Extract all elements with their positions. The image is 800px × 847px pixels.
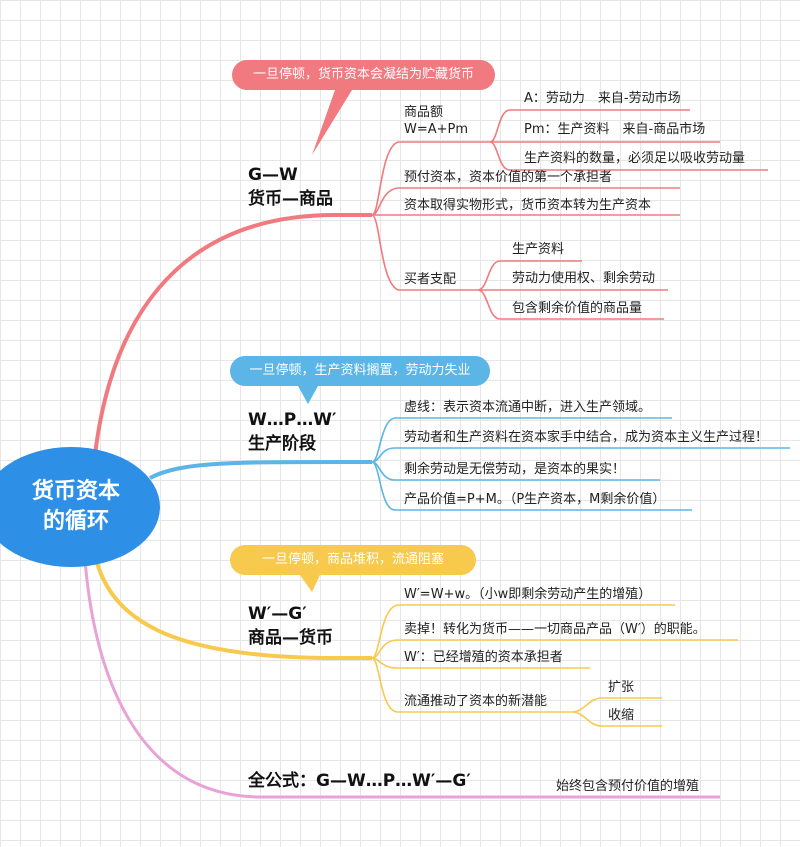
- red-goods-fork: [489, 109, 768, 171]
- pink-main-curve: [83, 559, 720, 799]
- blue-callout: 一旦停顿，生产资料搁置，劳动力失业: [230, 356, 490, 386]
- branch1-title-line1[interactable]: G—W: [248, 165, 298, 185]
- branch2-title-line1[interactable]: W…P…W′: [248, 410, 337, 430]
- red-main-curve: [93, 213, 372, 456]
- root-line2: 的循环: [42, 509, 109, 534]
- branch2-item-dashed[interactable]: 虚线：表示资本流通中断，进入生产领域。: [404, 400, 652, 415]
- goods-label-line2[interactable]: W=A+Pm: [404, 122, 469, 137]
- branch2-item-value[interactable]: 产品价值=P+M。（P生产资本，M剩余价值）: [404, 492, 666, 507]
- root-line1: 货币资本: [31, 479, 120, 504]
- branch3-item-formula[interactable]: W′=W+w。（小w即剩余劳动产生的增殖）: [404, 587, 652, 602]
- yellow-callout-tail: [300, 575, 320, 592]
- red-buyer-fork: [477, 260, 668, 320]
- yellow-sub-spine: [371, 604, 738, 713]
- item-prepay[interactable]: 预付资本，资本价值的第一个承担者: [404, 170, 613, 185]
- goods-item-labor[interactable]: A：劳动力 来自-劳动市场: [524, 91, 681, 106]
- item-form[interactable]: 资本取得实物形式，货币资本转为生产资本: [404, 198, 652, 213]
- goods-item-means[interactable]: Pm：生产资料 来自-商品市场: [524, 122, 706, 137]
- root-node[interactable]: 货币资本的循环: [0, 447, 160, 567]
- branch2-item-combine[interactable]: 劳动者和生产资料在资本家手中结合，成为资本主义生产过程！: [404, 430, 769, 445]
- yellow-potential-fork: [571, 697, 662, 727]
- yellow-main-curve: [93, 554, 372, 660]
- full-formula-note[interactable]: 始终包含预付价值的增殖: [556, 779, 700, 794]
- potential-contract[interactable]: 收缩: [608, 708, 635, 723]
- branch3-item-sell[interactable]: 卖掉！转化为货币——一切商品产品（W′）的职能。: [404, 622, 706, 637]
- branch2-title-line2[interactable]: 生产阶段: [248, 434, 316, 454]
- buyer-item-labor[interactable]: 劳动力使用权、剩余劳动: [512, 271, 656, 286]
- buyer-label[interactable]: 买者支配: [404, 272, 457, 287]
- goods-item-quantity[interactable]: 生产资料的数量，必须足以吸收劳动量: [524, 151, 746, 166]
- blue-sub-spine: [371, 417, 790, 511]
- full-formula-title[interactable]: 全公式：G—W…P…W′—G′: [248, 771, 471, 791]
- buyer-item-surplus[interactable]: 包含剩余价值的商品量: [512, 301, 643, 316]
- branch3-title-line2[interactable]: 商品—货币: [248, 628, 333, 648]
- branch2-item-surplus[interactable]: 剩余劳动是无偿劳动，是资本的果实！: [404, 462, 626, 477]
- blue-main-curve: [149, 460, 372, 480]
- buyer-item-means[interactable]: 生产资料: [512, 242, 565, 257]
- branch1-title-line2[interactable]: 货币—商品: [248, 189, 333, 209]
- red-sub-spine: [371, 141, 680, 291]
- goods-label-line1[interactable]: 商品额: [404, 105, 444, 120]
- branch3-title-line1[interactable]: W′—G′: [248, 604, 307, 624]
- branch3-item-bearer[interactable]: W′：已经增殖的资本承担者: [404, 650, 563, 665]
- potential-expand[interactable]: 扩张: [608, 680, 635, 695]
- blue-callout-tail: [298, 386, 318, 404]
- red-callout: 一旦停顿，货币资本会凝结为贮藏货币: [232, 60, 495, 90]
- potential-label[interactable]: 流通推动了资本的新潜能: [404, 694, 548, 709]
- yellow-callout: 一旦停顿，商品堆积，流通阻塞: [230, 545, 476, 575]
- red-callout-tail: [312, 90, 352, 155]
